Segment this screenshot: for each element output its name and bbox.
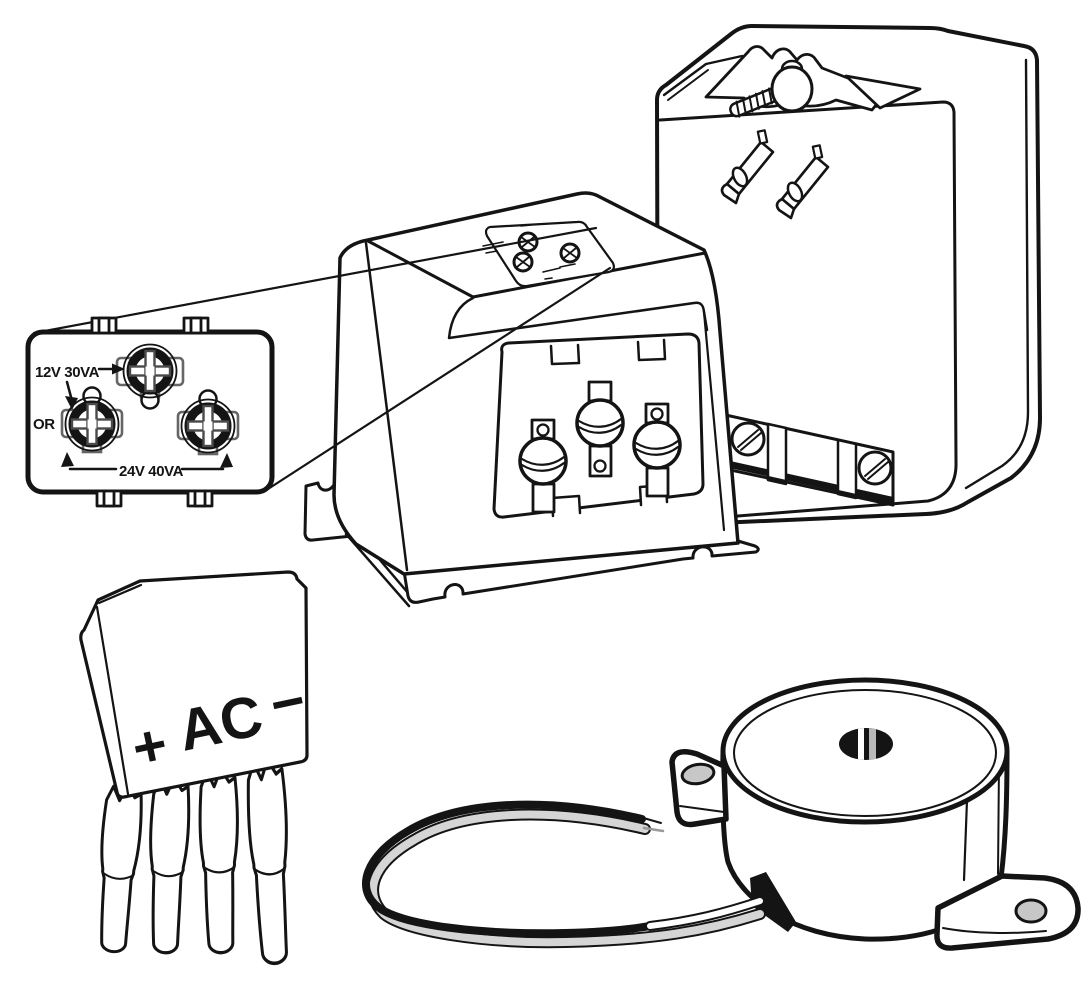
chime-transformer bbox=[303, 191, 760, 608]
arrow-down-icon bbox=[65, 380, 78, 410]
rectifier: + AC − bbox=[79, 570, 311, 966]
callout-line bbox=[266, 266, 612, 491]
ear-hole bbox=[680, 762, 716, 786]
transformer-screw-icon bbox=[632, 402, 682, 498]
buzzer bbox=[362, 677, 1081, 951]
buzzer-ear-right bbox=[934, 873, 1081, 951]
detail-screw-icon bbox=[60, 386, 124, 453]
rectifier-body bbox=[79, 570, 309, 799]
callout-lines bbox=[32, 226, 612, 491]
detail-screw-icon bbox=[176, 389, 240, 455]
transformer-top-label bbox=[482, 220, 615, 288]
buzzer-wire-leads bbox=[362, 800, 766, 949]
terminal-screw-icon bbox=[730, 421, 766, 457]
transformer-screw-icon bbox=[518, 418, 568, 514]
rectifier-prong-icon bbox=[149, 776, 191, 955]
rectifier-prong-icon bbox=[246, 757, 288, 966]
mounting-tab-icon bbox=[90, 316, 214, 508]
arrow-right-icon bbox=[97, 363, 125, 375]
mounting-screw-icon bbox=[729, 59, 814, 118]
transformer-screw-icon bbox=[575, 380, 625, 478]
or-label: OR bbox=[33, 416, 55, 433]
label-24v-40va: 24V 40VA bbox=[119, 463, 184, 480]
arrow-up-left-icon bbox=[61, 452, 118, 471]
terminal-screw-icon bbox=[857, 450, 893, 486]
arrow-up-right-icon bbox=[180, 453, 233, 471]
detail-screw-icon bbox=[115, 345, 185, 410]
wire-notch bbox=[750, 872, 796, 932]
label-12v-30va: 12V 30VA bbox=[35, 364, 100, 381]
terminal-detail-callout: 12V 30VA OR 24V 40VA bbox=[25, 316, 275, 508]
rectifier-prong-icon bbox=[100, 783, 143, 954]
rectifier-prong-icon bbox=[198, 767, 239, 955]
ear-hole bbox=[1014, 898, 1048, 924]
callout-line bbox=[32, 226, 598, 335]
buzzer-ear-left bbox=[669, 749, 729, 828]
buzzer-center-hole bbox=[839, 728, 893, 760]
